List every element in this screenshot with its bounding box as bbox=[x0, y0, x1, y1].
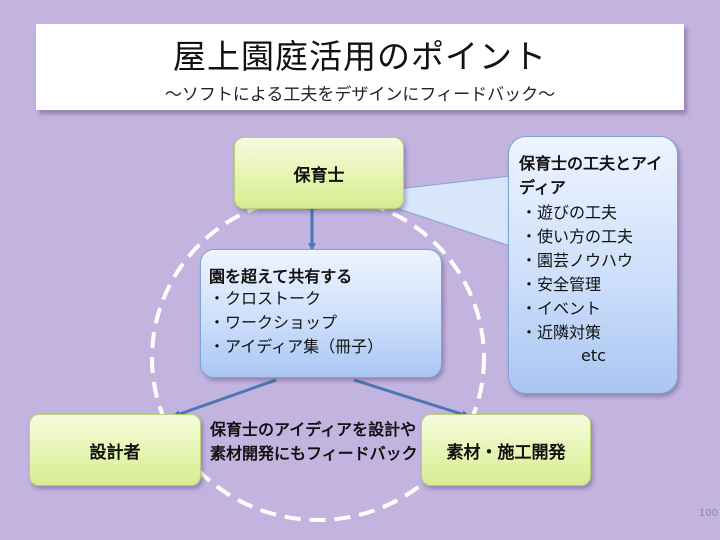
share-box-list: ・クロストーク ・ワークショップ ・アイディア集（冊子） bbox=[209, 287, 383, 359]
callout-item: ・使い方の工夫 bbox=[521, 227, 634, 246]
callout-list: ・遊びの工夫 ・使い方の工夫 ・園芸ノウハウ ・安全管理 ・イベント ・近隣対策 bbox=[521, 201, 633, 345]
callout-item: ・遊びの工夫 bbox=[521, 203, 618, 222]
feedback-note: 保育士のアイディアを設計や素材開発にもフィードバック bbox=[210, 420, 418, 463]
callout-box: 保育士の工夫とアイディア ・遊びの工夫 ・使い方の工夫 ・園芸ノウハウ ・安全管… bbox=[508, 136, 678, 394]
share-item: ・ワークショップ bbox=[209, 313, 338, 332]
node-caregiver: 保育士 bbox=[234, 137, 404, 209]
slide-title: 屋上園庭活用のポイント bbox=[173, 37, 547, 76]
callout-etc: etc bbox=[581, 346, 606, 365]
callout-item: ・イベント bbox=[521, 299, 602, 318]
page-number: 100 bbox=[698, 508, 718, 519]
arrow-share-to-designer bbox=[172, 378, 277, 418]
callout-item: ・近隣対策 bbox=[521, 323, 602, 342]
share-item: ・クロストーク bbox=[209, 289, 322, 308]
slide-subtitle: ～ソフトによる工夫をデザインにフィードバック～ bbox=[164, 85, 556, 105]
dashed-cycle-ring bbox=[150, 194, 486, 522]
share-box-heading: 園を超えて共有する bbox=[209, 267, 353, 286]
node-designer: 設計者 bbox=[29, 414, 201, 486]
share-box: 園を超えて共有する ・クロストーク ・ワークショップ ・アイディア集（冊子） bbox=[200, 249, 442, 378]
share-item: ・アイディア集（冊子） bbox=[209, 337, 384, 356]
callout-heading: 保育士の工夫とアイディア bbox=[519, 154, 663, 197]
callout-item: ・安全管理 bbox=[521, 275, 602, 294]
node-materials-development: 素材・施工開発 bbox=[421, 414, 591, 486]
title-box: 屋上園庭活用のポイント ～ソフトによる工夫をデザインにフィードバック～ bbox=[36, 24, 684, 110]
arrow-share-to-materials bbox=[353, 378, 470, 419]
callout-item: ・園芸ノウハウ bbox=[521, 251, 634, 270]
